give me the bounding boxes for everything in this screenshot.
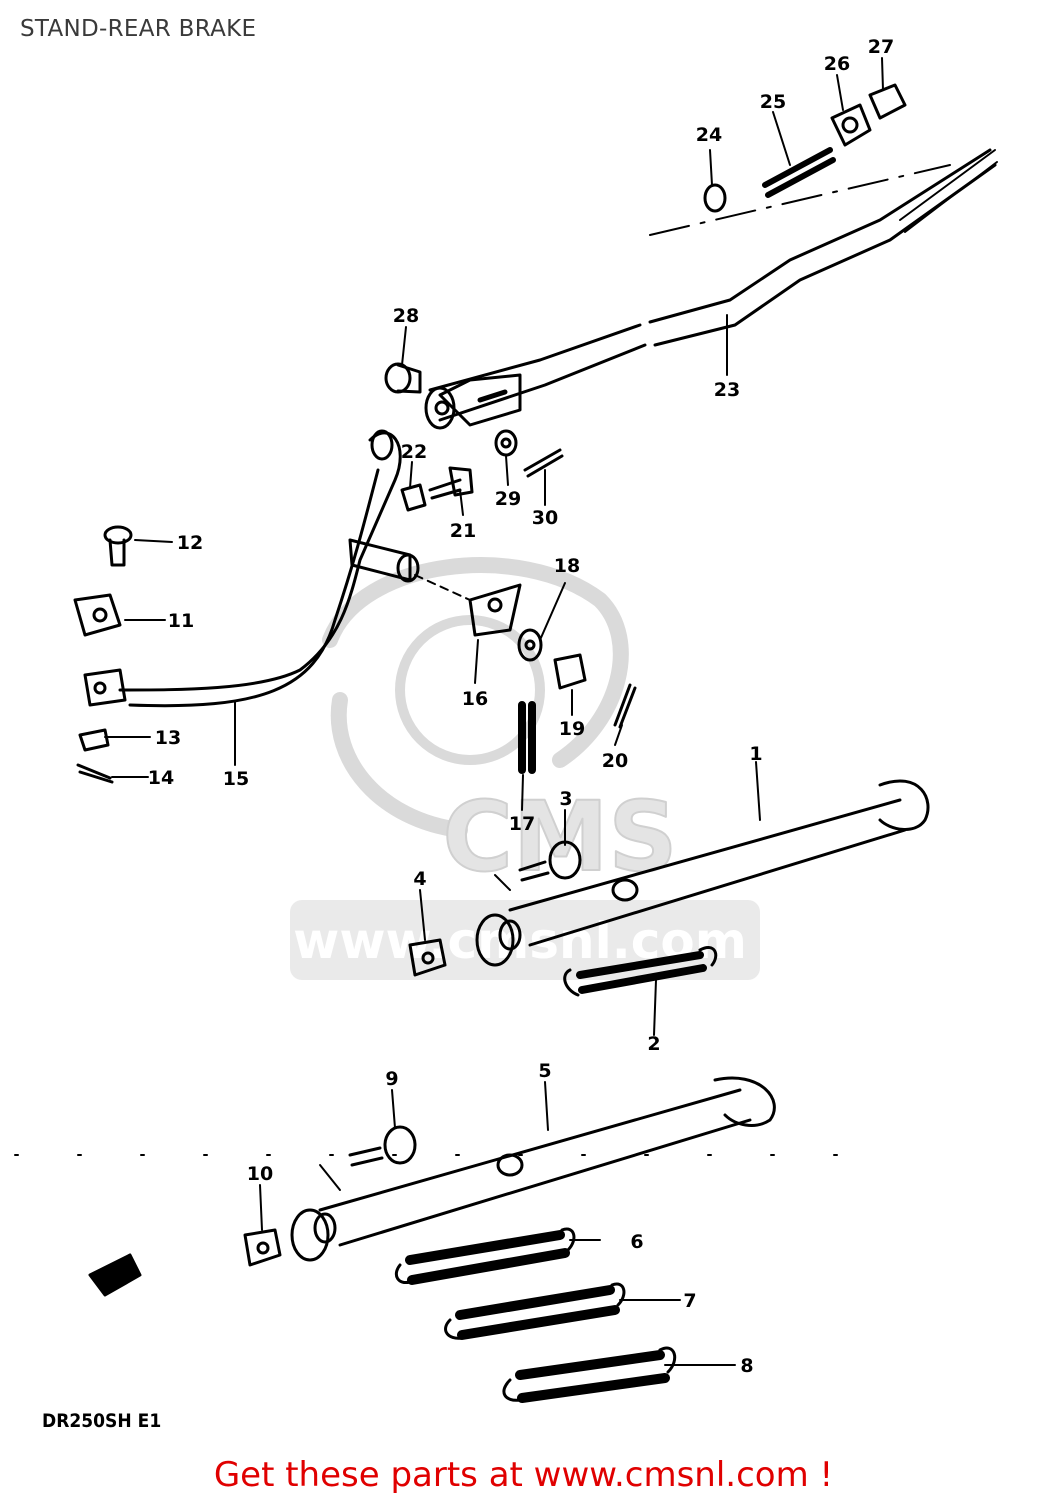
front-arrow-icon	[88, 1253, 142, 1297]
leader-stand-1	[494, 874, 511, 891]
part-nut-22	[400, 483, 427, 512]
callout-26: 26	[824, 53, 850, 75]
part-washer-29	[494, 429, 518, 457]
part-bolt-12	[103, 525, 133, 567]
callout-8: 8	[740, 1355, 753, 1377]
part-spring-7	[444, 1282, 626, 1340]
leader-stand-5	[319, 1164, 341, 1191]
part-cotter-pin-30	[523, 448, 564, 478]
callout-3: 3	[559, 788, 572, 810]
callout-29: 29	[495, 488, 521, 510]
callout-20: 20	[602, 750, 628, 772]
part-clevis-pin	[384, 362, 422, 394]
callout-labels: 1 2 3 4 5 6 7 8 9 10 11 12 13 14 15 16 1…	[148, 36, 894, 1377]
part-brake-rod	[424, 148, 998, 430]
part-joint-26	[830, 103, 872, 147]
part-pin-14	[76, 763, 114, 784]
callout-23: 23	[714, 379, 740, 401]
callout-6: 6	[630, 1231, 643, 1253]
callout-30: 30	[532, 507, 558, 529]
part-side-stand-1	[475, 779, 930, 967]
callout-13: 13	[155, 727, 181, 749]
callout-21: 21	[450, 520, 476, 542]
callout-12: 12	[177, 532, 203, 554]
watermark	[290, 557, 760, 980]
callout-25: 25	[760, 91, 786, 113]
part-nut-24	[703, 183, 727, 213]
leader-pivot	[414, 574, 471, 601]
callout-10: 10	[247, 1163, 273, 1185]
part-washer-18	[517, 628, 543, 662]
callout-15: 15	[223, 768, 249, 790]
callout-16: 16	[462, 688, 488, 710]
page-title: STAND-REAR BRAKE	[20, 16, 257, 42]
part-nut-10	[243, 1228, 282, 1267]
callout-28: 28	[393, 305, 419, 327]
part-spring-17	[518, 701, 536, 774]
part-spring-2	[563, 946, 718, 997]
callout-14: 14	[148, 767, 174, 789]
leader-rod	[649, 164, 951, 236]
callout-5: 5	[538, 1060, 551, 1082]
part-nut-13	[78, 728, 110, 752]
callout-leaders	[104, 57, 884, 1366]
callout-19: 19	[559, 718, 585, 740]
callout-17: 17	[509, 813, 535, 835]
part-spring-25	[762, 147, 836, 198]
callout-2: 2	[647, 1033, 660, 1055]
callout-18: 18	[554, 555, 580, 577]
part-bolt-9	[348, 1125, 417, 1167]
callout-27: 27	[868, 36, 894, 58]
part-spring-6	[394, 1227, 576, 1285]
part-nut-4	[408, 938, 447, 977]
part-brake-pedal	[83, 429, 420, 708]
footer-cta-link[interactable]: Get these parts at www.cmsnl.com !	[213, 1455, 834, 1495]
part-adjuster-nut-27	[868, 83, 907, 120]
model-code: DR250SH E1	[42, 1410, 162, 1432]
callout-11: 11	[168, 610, 194, 632]
callout-7: 7	[683, 1290, 696, 1312]
part-bracket-16	[468, 583, 522, 637]
callout-9: 9	[385, 1068, 398, 1090]
callout-4: 4	[413, 868, 426, 890]
part-stand-5	[290, 1076, 776, 1262]
part-nut-19	[553, 653, 587, 690]
callout-24: 24	[696, 124, 722, 146]
callout-22: 22	[401, 441, 427, 463]
part-bolt-21	[428, 466, 474, 500]
callout-1: 1	[749, 743, 762, 765]
part-clamp-11	[73, 593, 122, 637]
part-spring-8	[502, 1346, 677, 1403]
part-cotter-pin-20	[613, 683, 637, 729]
